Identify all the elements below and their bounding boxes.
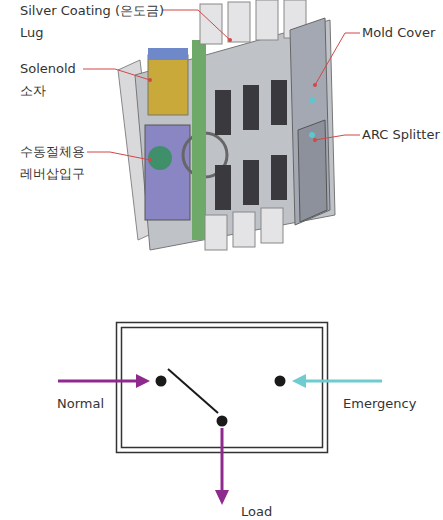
mold-cover: [290, 18, 330, 225]
switch-assembly: [118, 0, 335, 250]
switch-blade: [168, 369, 218, 413]
insulator: [192, 40, 206, 240]
arrow-head: [215, 490, 229, 505]
normal-arrow: [58, 380, 140, 383]
arrow-head: [136, 374, 150, 388]
emergency-arrow: [302, 380, 382, 383]
callout-label: 수동절체용 레버삽입구: [20, 141, 90, 185]
arc-splitter: [298, 120, 327, 222]
contacts: [215, 80, 287, 210]
callout-label: ARC Splitter: [362, 124, 442, 146]
load-arrow: [221, 428, 224, 492]
mechanism: [145, 125, 190, 220]
load-label: Load: [241, 501, 301, 520]
normal-terminal: [156, 376, 167, 387]
source-label: Normal: [57, 393, 127, 415]
leader-lines: [83, 10, 360, 160]
emergency-terminal: [275, 376, 286, 387]
gear: [148, 146, 172, 170]
callout-label: Solenold 소자: [20, 58, 84, 102]
solenoid-cap: [148, 48, 188, 60]
leader-dots: [148, 38, 317, 162]
callout-label: Silver Coating (은도금) Lug: [20, 0, 170, 44]
source-label: Emergency: [343, 393, 433, 415]
solenoid: [148, 55, 188, 115]
callout-label: Mold Cover: [362, 22, 442, 44]
arrow-head: [292, 374, 306, 388]
load-terminal: [217, 416, 228, 427]
